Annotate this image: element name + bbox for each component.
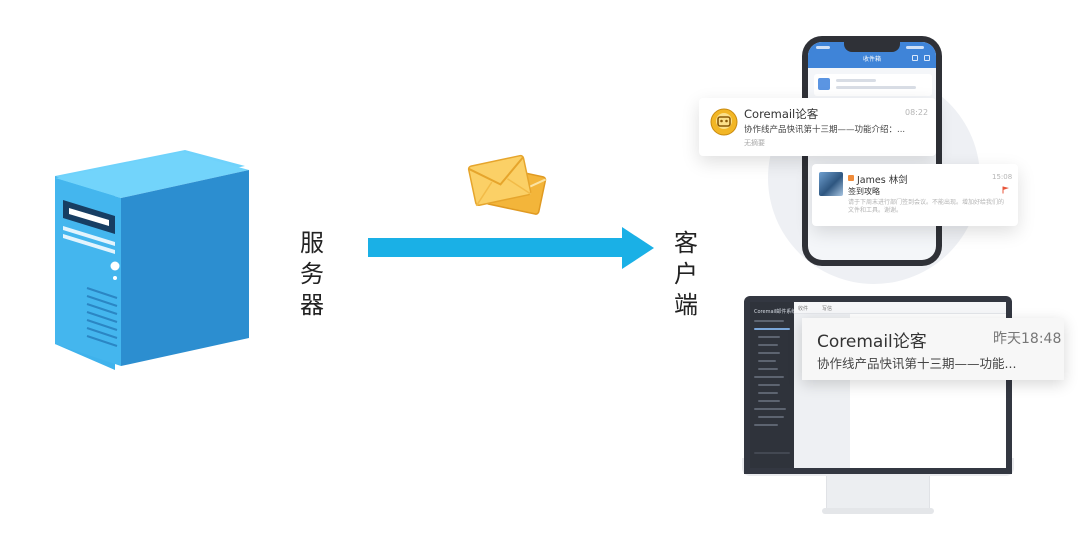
- sidebar-item[interactable]: [754, 408, 786, 410]
- mail-sender: James 林剑: [857, 175, 908, 186]
- arrow-right-icon: [368, 227, 654, 269]
- notification-time: 昨天18:48: [993, 331, 1062, 347]
- server-label: 服 务 器: [297, 228, 327, 321]
- notification-sender: Coremail论客: [744, 107, 819, 121]
- avatar: [818, 78, 830, 90]
- status-bar-signal: [816, 46, 830, 49]
- sidebar-item[interactable]: [754, 424, 778, 426]
- mail-sidebar: Coremail邮件系统: [750, 302, 797, 468]
- avatar: [819, 172, 843, 196]
- tab-compose[interactable]: 写信: [822, 306, 833, 312]
- monitor-foot: [822, 508, 934, 514]
- notification-subject: 协作线产品快讯第十三期——功能介绍：...: [744, 125, 906, 135]
- client-label: 客 户 端: [671, 228, 701, 321]
- notification-time: 08:22: [905, 108, 929, 117]
- server-label-char: 服: [300, 229, 324, 257]
- mail-preview: 请于下周末进行部门签到会议。不能出现。增加好给我们的文件和工具。谢谢。: [848, 199, 1005, 214]
- mail-logo: Coremail邮件系统: [754, 309, 797, 315]
- sidebar-item[interactable]: [754, 328, 790, 330]
- tag-icon: [848, 175, 854, 181]
- filter-icon[interactable]: [924, 55, 930, 61]
- status-bar-battery: [906, 46, 924, 49]
- sidebar-item[interactable]: [758, 344, 778, 346]
- list-item[interactable]: [814, 74, 932, 96]
- mail-toolbar: 收件 写信: [794, 302, 1006, 314]
- home-icon[interactable]: [912, 55, 918, 61]
- desktop-notification-card[interactable]: Coremail论客 昨天18:48 协作线产品快讯第十三期——功能...: [802, 318, 1064, 380]
- coremail-logo-icon: [710, 108, 738, 136]
- sidebar-item[interactable]: [754, 320, 784, 322]
- flag-icon[interactable]: [1002, 186, 1010, 194]
- server-body: [55, 152, 249, 366]
- mobile-notification-card[interactable]: Coremail论客 08:22 协作线产品快讯第十三期——功能介绍：... 无…: [699, 98, 936, 156]
- sidebar-item[interactable]: [758, 360, 776, 362]
- mail-subject: 签到攻略: [848, 187, 880, 196]
- monitor-neck: [826, 476, 930, 510]
- sidebar-item[interactable]: [758, 336, 780, 338]
- text-placeholder: [836, 86, 916, 89]
- sidebar-item[interactable]: [758, 400, 780, 402]
- sidebar-item[interactable]: [758, 392, 778, 394]
- sidebar-item[interactable]: [758, 384, 780, 386]
- mobile-mail-card[interactable]: James 林剑 15:08 签到攻略 请于下周末进行部门签到会议。不能出现。增…: [812, 164, 1018, 226]
- phone-header-title: 收件箱: [862, 56, 881, 63]
- sidebar-item[interactable]: [758, 352, 780, 354]
- phone-notch: [844, 42, 900, 52]
- client-label-char: 端: [674, 291, 698, 319]
- sidebar-item[interactable]: [758, 416, 784, 418]
- sidebar-footer: [754, 452, 790, 454]
- client-label-char: 户: [674, 260, 698, 288]
- sidebar-item[interactable]: [758, 368, 778, 370]
- notification-sender: Coremail论客: [817, 332, 927, 352]
- server-label-char: 务: [300, 260, 324, 288]
- envelope-icon: [467, 154, 547, 215]
- notification-subject: 协作线产品快讯第十三期——功能...: [817, 356, 1017, 371]
- tab-inbox[interactable]: 收件: [798, 306, 809, 312]
- server-label-char: 器: [300, 291, 324, 319]
- sidebar-item[interactable]: [754, 376, 784, 378]
- notification-summary: 无摘要: [744, 139, 765, 147]
- text-placeholder: [836, 79, 876, 82]
- client-label-char: 客: [674, 229, 698, 257]
- mail-time: 15:08: [992, 173, 1013, 181]
